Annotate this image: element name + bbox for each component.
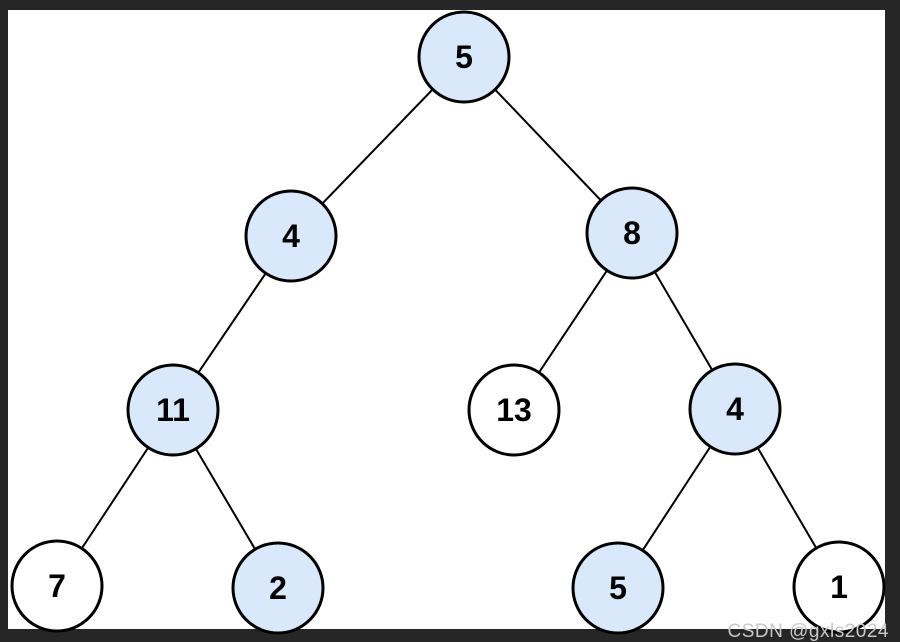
tree-node-leaf-5: 5 xyxy=(571,541,665,635)
node-circle-left-4 xyxy=(244,189,338,283)
node-circle-right-4 xyxy=(688,362,782,456)
tree-node-right-8: 8 xyxy=(585,186,679,280)
node-circle-right-8 xyxy=(585,186,679,280)
tree-node-node-11: 11 xyxy=(126,363,220,457)
tree-node-leaf-2: 2 xyxy=(231,541,325,635)
tree-node-right-4: 4 xyxy=(688,362,782,456)
tree-node-left-4: 4 xyxy=(244,189,338,283)
node-circle-leaf-7 xyxy=(10,539,104,633)
node-circle-root-5 xyxy=(417,10,511,104)
node-circle-leaf-1 xyxy=(792,540,886,634)
tree-node-root-5: 5 xyxy=(417,10,511,104)
node-circle-leaf-5 xyxy=(571,541,665,635)
diagram-canvas xyxy=(8,10,885,629)
tree-node-leaf-7: 7 xyxy=(10,539,104,633)
tree-node-node-13: 13 xyxy=(467,363,561,457)
node-circle-leaf-2 xyxy=(231,541,325,635)
tree-node-leaf-1: 1 xyxy=(792,540,886,634)
node-circle-node-13 xyxy=(467,363,561,457)
node-circle-node-11 xyxy=(126,363,220,457)
